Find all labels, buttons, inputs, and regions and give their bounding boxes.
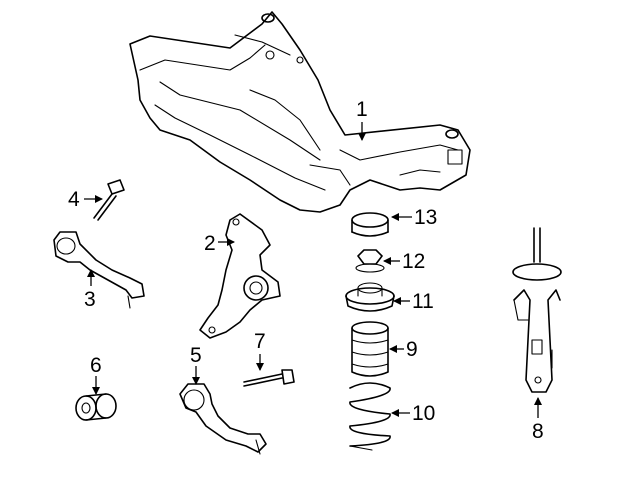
callout-7-label: 7 [254,330,266,353]
callout-3: 3 [84,269,96,311]
callout-11: 11 [393,290,434,313]
lower-arm-bolt-drawing [243,369,295,387]
callout-11-label: 11 [412,290,434,313]
callout-12-label: 12 [402,250,425,273]
callout-6: 6 [90,354,102,395]
mount-nut-drawing [355,249,385,273]
upper-mount-drawing [345,282,395,312]
callout-1-label: 1 [356,98,368,121]
callout-4-label: 4 [68,188,80,211]
upper-control-arm-drawing [53,231,145,309]
callout-8-label: 8 [532,420,544,443]
coil-spring-drawing [349,382,391,451]
callout-4: 4 [68,188,103,211]
callout-5-label: 5 [190,344,202,367]
bump-stop-drawing [351,321,389,377]
callout-2: 2 [204,232,235,255]
callout-13: 13 [391,206,437,229]
upper-arm-bolt-drawing [93,179,125,221]
callout-9: 9 [389,338,418,361]
callout-8: 8 [532,397,544,443]
callout-9-label: 9 [406,338,418,361]
callout-13-label: 13 [414,206,437,229]
lower-control-arm-drawing [179,383,267,455]
callout-12: 12 [383,250,425,273]
strut-assembly-drawing [512,227,562,393]
crossmember-drawing [129,11,471,213]
dust-cap-drawing [351,212,389,237]
bushing-drawing [75,393,117,421]
callout-5: 5 [190,344,202,385]
callout-7: 7 [254,330,266,371]
callout-10-label: 10 [412,402,435,425]
steering-knuckle-drawing [199,213,281,339]
callout-3-label: 3 [84,288,96,311]
callout-6-label: 6 [90,354,102,377]
callout-2-label: 2 [204,232,216,255]
callout-10: 10 [391,402,435,425]
callout-1: 1 [356,98,368,141]
